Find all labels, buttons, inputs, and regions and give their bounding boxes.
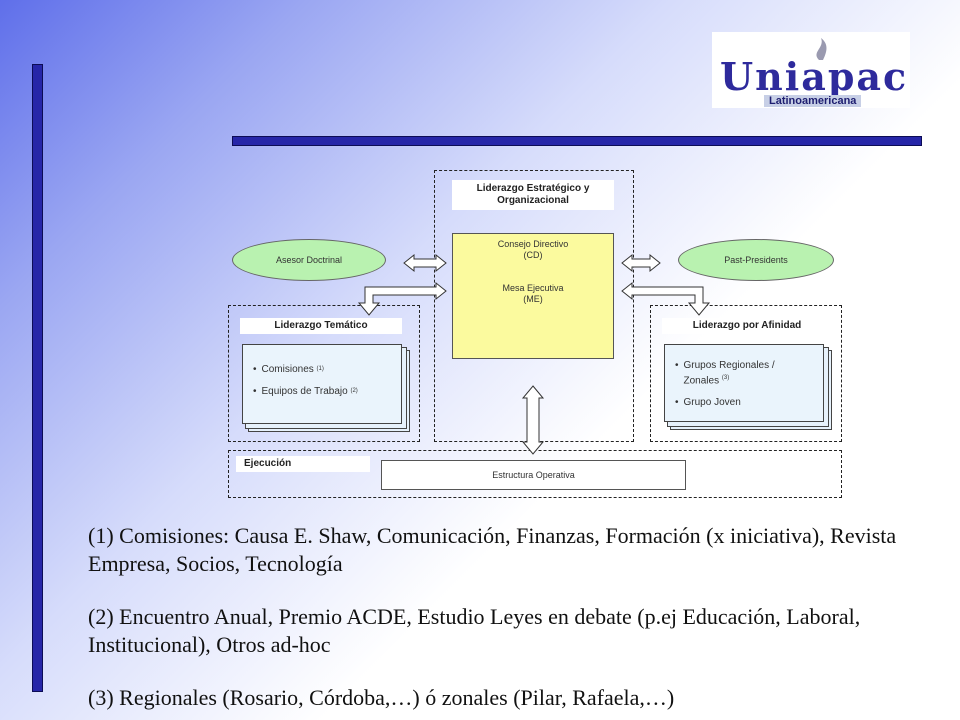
flame-icon xyxy=(816,38,827,60)
afinidad-region xyxy=(650,305,842,442)
tematico-item: •Comisiones (1) xyxy=(253,364,324,375)
past-presidents-ellipse: Past-Presidents xyxy=(678,239,834,281)
council-tematico-arrow xyxy=(357,281,447,316)
council-cd-abbr: (CD) xyxy=(523,250,543,260)
asesor-doctrinal-ellipse: Asesor Doctrinal xyxy=(232,239,386,281)
footnote-1: (1) Comisiones: Causa E. Shaw, Comunicac… xyxy=(88,523,897,576)
tematico-header: Liderazgo Temático xyxy=(240,318,402,334)
top-accent-bar xyxy=(232,136,922,146)
council-ejecucion-arrow xyxy=(521,385,545,455)
council-me-abbr: (ME) xyxy=(523,294,543,304)
logo-name: Uniapac xyxy=(720,54,909,99)
footnote-3: (3) Regionales (Rosario, Córdoba,…) ó zo… xyxy=(88,685,675,710)
council-me-label: Mesa Ejecutiva xyxy=(502,283,564,293)
council-cd-label: Consejo Directivo xyxy=(497,239,569,249)
council-afinidad-arrow xyxy=(621,281,711,316)
tematico-card: •Comisiones (1) •Equipos de Trabajo (2) xyxy=(242,344,402,424)
asesor-council-arrow xyxy=(403,253,447,273)
council-past-arrow xyxy=(621,253,661,273)
tematico-item: •Equipos de Trabajo (2) xyxy=(253,386,358,397)
uniapac-logo: Uniapac Latinoamericana xyxy=(712,32,910,108)
afinidad-card: •Grupos Regionales / Zonales (3) •Grupo … xyxy=(664,344,824,422)
afinidad-item: •Grupo Joven xyxy=(675,397,741,409)
logo-subtitle: Latinoamericana xyxy=(764,95,862,107)
estructura-operativa-box: Estructura Operativa xyxy=(381,460,686,490)
afinidad-item: •Grupos Regionales / Zonales (3) xyxy=(675,360,775,387)
afinidad-header: Liderazgo por Afinidad xyxy=(662,318,832,334)
left-accent-bar xyxy=(32,64,43,692)
ejecucion-header: Ejecución xyxy=(236,456,370,472)
strategic-header: Liderazgo Estratégico y Organizacional xyxy=(452,180,614,210)
footnote-2: (2) Encuentro Anual, Premio ACDE, Estudi… xyxy=(88,604,861,657)
council-box: Consejo Directivo (CD) Mesa Ejecutiva (M… xyxy=(452,233,614,359)
tematico-region xyxy=(228,305,420,442)
